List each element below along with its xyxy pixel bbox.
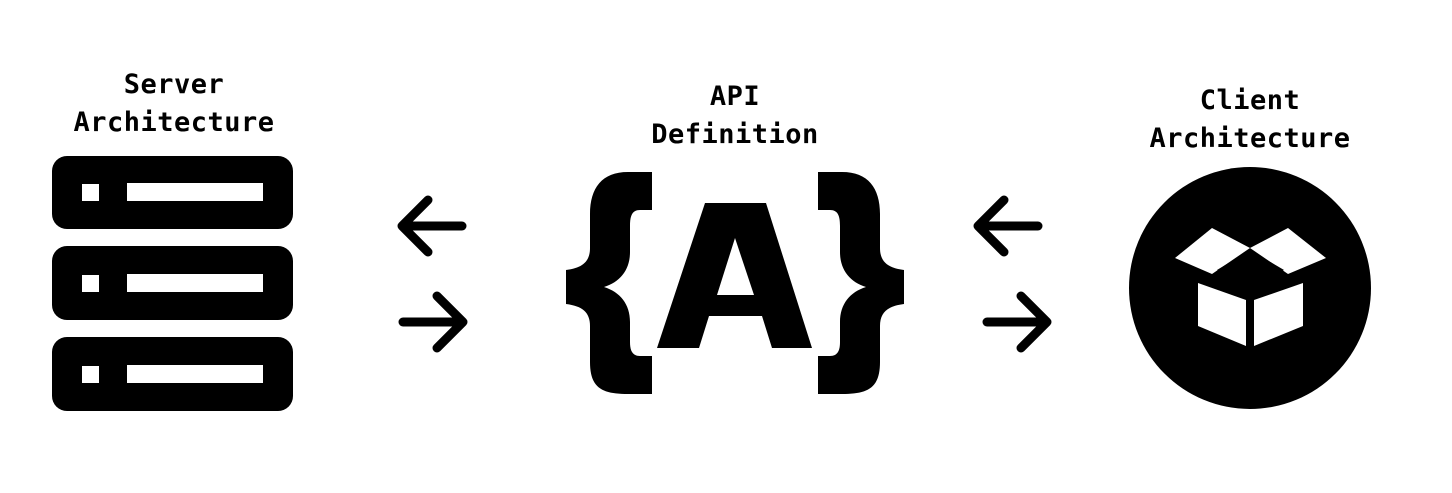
right-brace-icon [818,172,904,394]
letter-a-icon [657,203,812,348]
api-definition-label: API Definition [600,78,870,154]
client-architecture-label: Client Architecture [1110,82,1390,158]
server-unit-top [52,156,293,229]
server-unit-bottom [52,337,293,411]
server-architecture-label: Server Architecture [30,66,318,142]
client-label-line1: Client [1199,85,1301,116]
api-label-line1: API [709,81,761,112]
api-label-line2: Definition [651,119,819,150]
server-label-line2: Architecture [73,107,275,138]
client-label-line2: Architecture [1149,123,1351,154]
server-label-line1: Server [123,69,225,100]
left-brace-icon [566,172,652,394]
server-unit-middle [52,246,293,320]
